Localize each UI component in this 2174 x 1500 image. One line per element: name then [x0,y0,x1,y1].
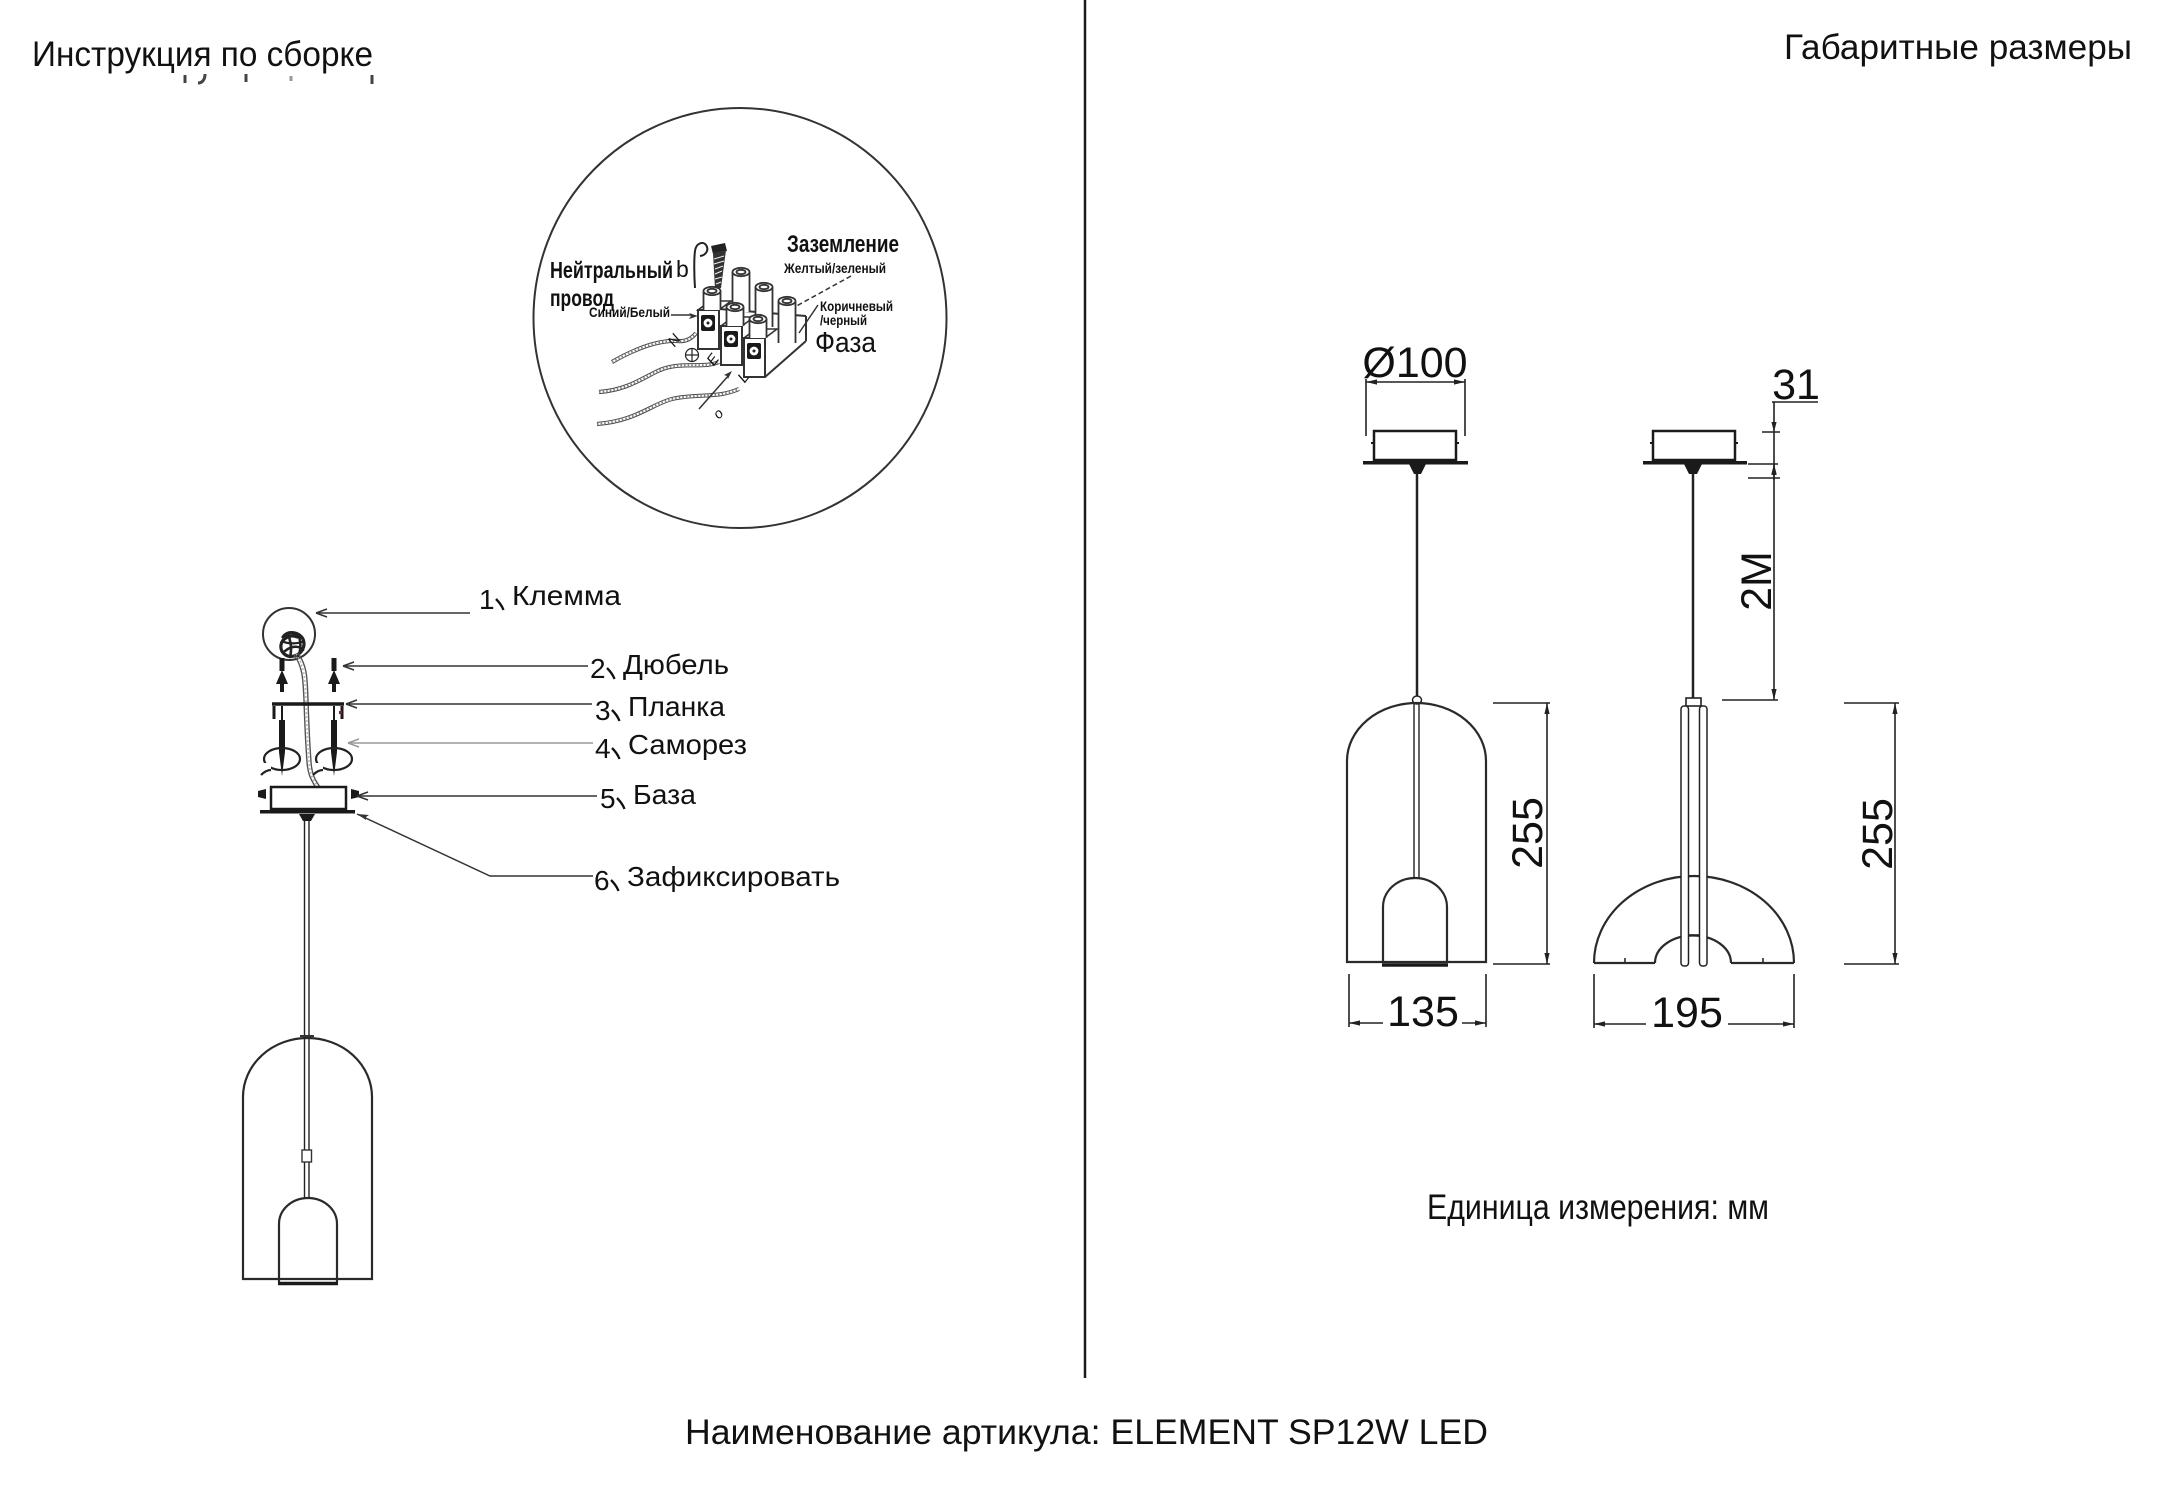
svg-text:4: 4 [595,733,611,764]
svg-text:/черный: /черный [820,312,867,328]
svg-text:Инструкция по сборке: Инструкция по сборке [32,35,373,74]
svg-text:Планка: Планка [628,691,725,722]
svg-text:1: 1 [479,584,495,615]
svg-text:255: 255 [1854,798,1902,870]
svg-text:195: 195 [1651,989,1723,1037]
svg-text:5: 5 [600,783,616,814]
svg-text:База: База [633,779,696,810]
svg-text:Ø100: Ø100 [1362,339,1467,387]
svg-text:Заземление: Заземление [787,231,899,258]
svg-text:255: 255 [1504,797,1552,869]
svg-text:Единица измерения: мм: Единица измерения: мм [1427,1188,1769,1227]
svg-text:Желтый/зеленый: Желтый/зеленый [783,260,886,276]
svg-text:Синий/Белый: Синий/Белый [589,304,670,320]
svg-text:Коричневый: Коричневый [820,298,893,314]
svg-text:Зафиксировать: Зафиксировать [627,861,840,892]
svg-text:N: N [664,331,684,350]
svg-text:3: 3 [595,695,611,726]
svg-text:Габаритные размеры: Габаритные размеры [1784,28,2132,67]
svg-text:31: 31 [1772,361,1820,409]
svg-text:Клемма: Клемма [512,580,621,611]
svg-text:Наименование артикула: ELEMENT: Наименование артикула: ELEMENT SP12W LED [685,1413,1488,1452]
svg-text:o: o [710,405,727,422]
svg-text:Нейтральный: Нейтральный [550,257,673,283]
svg-text:2: 2 [590,653,606,684]
svg-text:b: b [676,256,689,282]
svg-text:Дюбель: Дюбель [623,649,729,680]
svg-text:135: 135 [1387,988,1459,1036]
svg-text:2M: 2M [1733,551,1781,611]
svg-text:Фаза: Фаза [815,327,877,359]
svg-text:6: 6 [594,865,610,896]
svg-text:Саморез: Саморез [628,729,747,760]
svg-text:провод: провод [550,285,614,311]
